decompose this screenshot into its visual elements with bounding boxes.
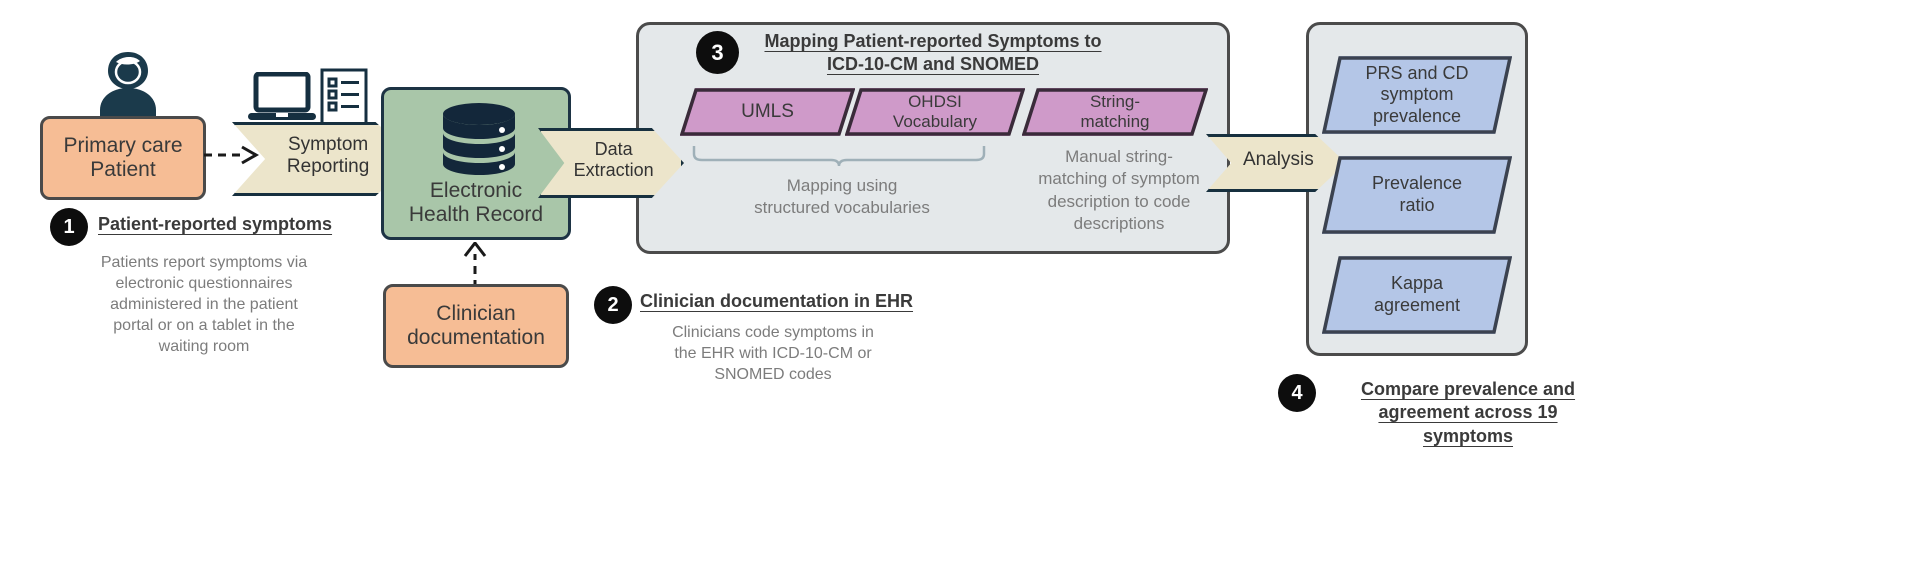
step-2-caption-line-2: the EHR with ICD-10-CM or xyxy=(674,345,872,363)
data-extraction-chevron[interactable]: Data Extraction xyxy=(538,128,684,198)
ehr-line2: Health Record xyxy=(408,202,544,226)
symptom-reporting-chevron[interactable]: Symptom Reporting xyxy=(232,122,416,196)
string-caption-line1: Manual string- xyxy=(1065,147,1173,166)
step-1-caption-line-1: Patients report symptoms via xyxy=(100,254,308,271)
step-2-caption: Clinicians code symptoms in the EHR with… xyxy=(628,322,918,385)
patient-avatar-icon xyxy=(86,50,170,118)
clinician-box-line1: Clinician xyxy=(436,301,516,325)
patient-box-line2: Patient xyxy=(90,158,156,181)
step-1-caption-line-5: waiting room xyxy=(158,338,250,356)
step-1-caption-line-4: portal or on a tablet in the xyxy=(113,317,295,335)
step-2-caption-line-1: Clinicians code symptoms in xyxy=(672,324,874,341)
output-1-line1: PRS and CD xyxy=(1365,62,1469,83)
symptom-reporting-line2: Reporting xyxy=(286,156,370,177)
method-ohdsi-vocabulary[interactable]: OHDSI Vocabulary xyxy=(845,88,1025,136)
method-umls-label: UMLS xyxy=(741,100,794,122)
laptop-icon xyxy=(248,71,316,122)
step-4-heading-line1: Compare prevalence and xyxy=(1360,379,1576,399)
step-1-number: 1 xyxy=(50,208,88,246)
database-cylinder-icon xyxy=(440,102,518,176)
step-3-number: 3 xyxy=(696,31,739,74)
string-caption-line2: matching of symptom xyxy=(1038,169,1200,189)
brace-caption-line1: Mapping using xyxy=(786,176,898,195)
step-3-heading-line1: Mapping Patient-reported Symptoms to xyxy=(764,31,1102,51)
output-prevalence-ratio[interactable]: Prevalence ratio xyxy=(1322,156,1512,234)
output-1-line3: prevalence xyxy=(1372,105,1462,126)
data-extraction-line1: Data xyxy=(594,139,633,160)
primary-care-patient-box[interactable]: Primary care Patient xyxy=(40,116,206,200)
clinician-box-line2: documentation xyxy=(407,326,545,349)
step-1-caption-line-3: administered in the patient xyxy=(110,296,298,314)
clinician-documentation-box[interactable]: Clinician documentation xyxy=(383,284,569,368)
string-caption-line3: description to code xyxy=(1047,191,1191,211)
string-matching-caption: Manual string- matching of symptom descr… xyxy=(1026,146,1212,236)
output-1-line2: symptom xyxy=(1380,84,1454,105)
output-2-line1: Prevalence xyxy=(1371,173,1463,194)
output-3-line1: Kappa xyxy=(1390,273,1444,294)
parallelogram-outline xyxy=(1322,156,1512,234)
step-4-heading-line3: symptoms xyxy=(1422,425,1514,446)
data-extraction-line2: Extraction xyxy=(573,160,654,180)
step-3-heading-line2: ICD-10-CM and SNOMED xyxy=(826,54,1039,75)
output-prs-cd-prevalence[interactable]: PRS and CD symptom prevalence xyxy=(1322,56,1512,134)
method-string-matching[interactable]: String- matching xyxy=(1022,88,1208,136)
method-ohdsi-line1: OHDSI xyxy=(908,91,962,111)
clinician-to-ehr-arrow xyxy=(458,240,492,288)
symptom-reporting-line1: Symptom xyxy=(287,134,369,156)
patient-to-reporting-arrow xyxy=(204,140,260,170)
step-2-number: 2 xyxy=(594,286,632,324)
step-1-heading: Patient-reported symptoms xyxy=(98,214,333,234)
analysis-chevron[interactable]: Analysis xyxy=(1206,134,1346,192)
parallelogram-outline xyxy=(680,88,855,136)
string-caption-line4: descriptions xyxy=(1073,214,1165,234)
step-3-heading: Mapping Patient-reported Symptoms to ICD… xyxy=(748,30,1118,77)
step-1-caption-line-2: electronic questionnaires xyxy=(115,275,293,293)
step-2-caption-line-3: SNOMED codes xyxy=(714,366,832,384)
patient-box-line1: Primary care xyxy=(63,133,183,157)
parallelogram-outline xyxy=(1022,88,1208,136)
mapping-brace-caption: Mapping using structured vocabularies xyxy=(692,175,992,220)
method-string-line2: matching xyxy=(1080,112,1150,131)
mapping-brace xyxy=(692,144,990,168)
step-1-caption: Patients report symptoms via electronic … xyxy=(76,252,332,358)
parallelogram-outline xyxy=(1322,56,1512,134)
step-2-heading: Clinician documentation in EHR xyxy=(640,291,914,311)
output-2-line2: ratio xyxy=(1399,195,1435,215)
analysis-label: Analysis xyxy=(1242,149,1314,171)
step-4-heading-line2: agreement across 19 xyxy=(1378,402,1558,423)
brace-caption-line2: structured vocabularies xyxy=(754,198,930,218)
step-4-number: 4 xyxy=(1278,374,1316,412)
parallelogram-outline xyxy=(1322,256,1512,334)
parallelogram-outline xyxy=(845,88,1025,136)
questionnaire-checklist-icon xyxy=(320,68,368,126)
method-string-line1: String- xyxy=(1089,91,1141,111)
output-kappa-agreement[interactable]: Kappa agreement xyxy=(1322,256,1512,334)
ehr-line1: Electronic xyxy=(429,178,523,202)
method-ohdsi-line2: Vocabulary xyxy=(892,112,978,131)
output-3-line2: agreement xyxy=(1373,295,1461,315)
step-4-heading: Compare prevalence and agreement across … xyxy=(1328,378,1608,448)
method-umls[interactable]: UMLS xyxy=(680,88,855,136)
